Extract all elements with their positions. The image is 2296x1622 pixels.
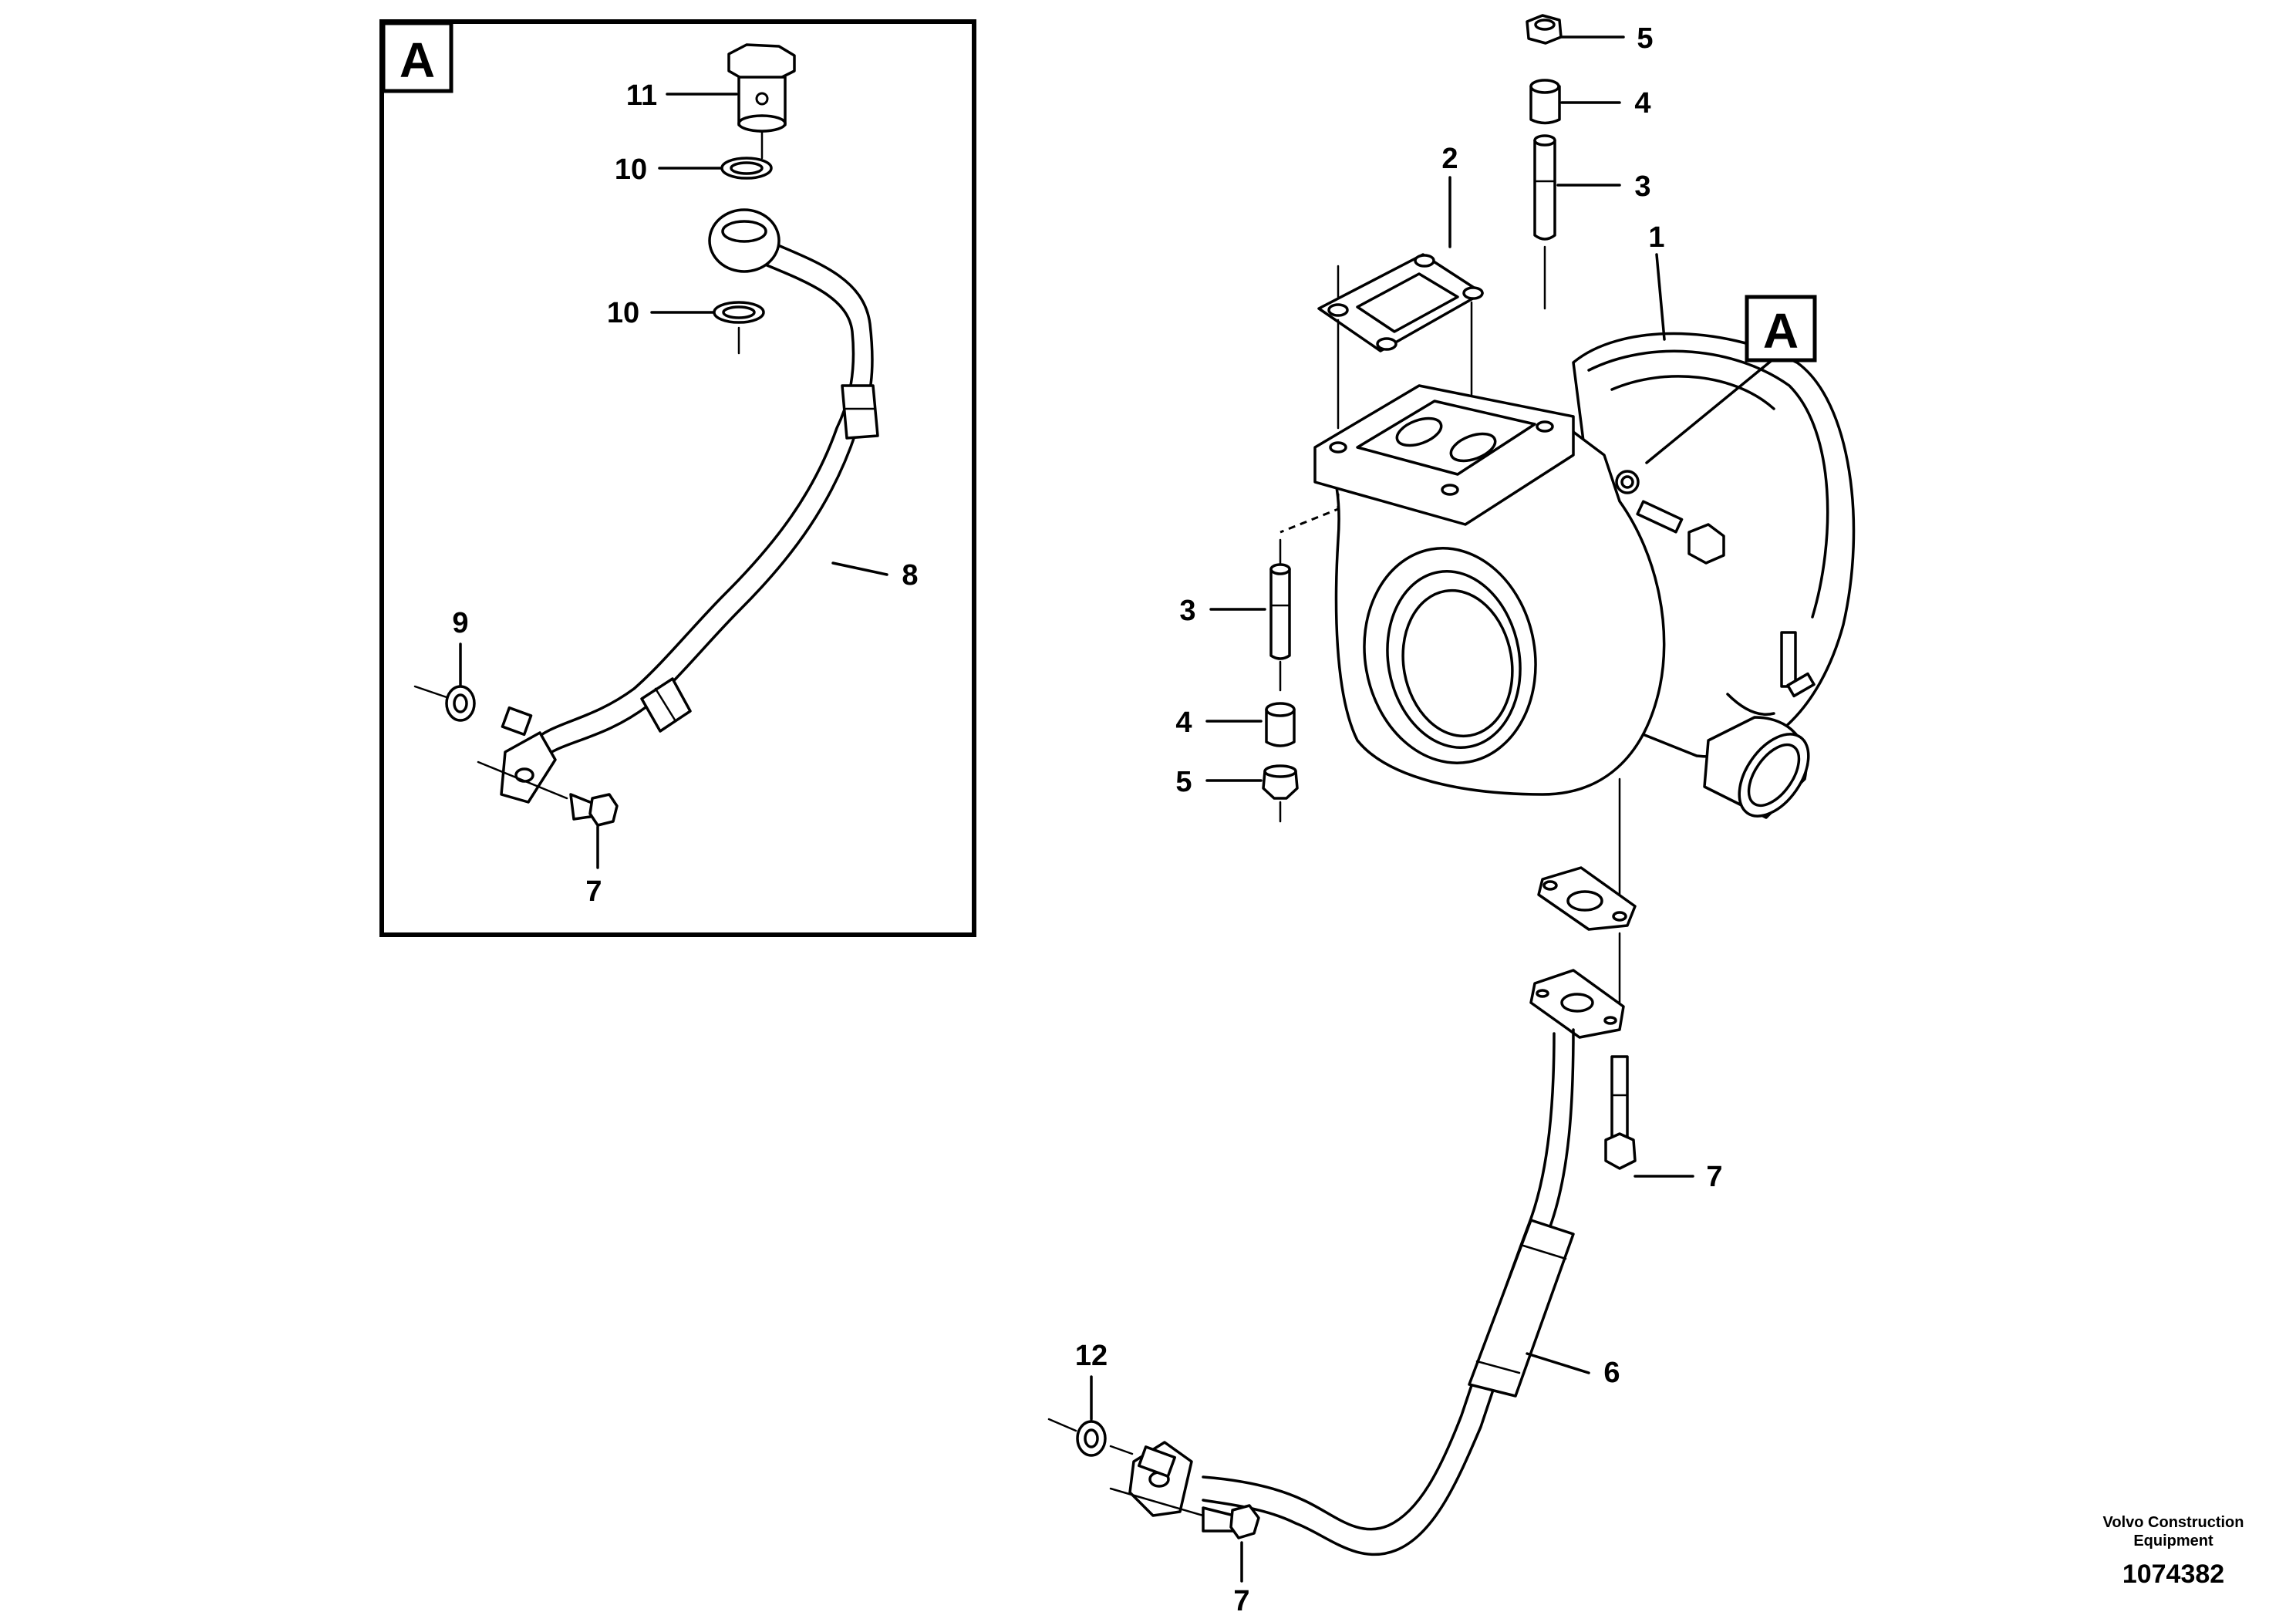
return-pipe-bolt-lower bbox=[1109, 1487, 1260, 1539]
footer-company-line1: Volvo Construction bbox=[2103, 1514, 2244, 1531]
turbocharger bbox=[1313, 332, 1856, 819]
callout-2: 2 bbox=[1441, 143, 1458, 175]
sealing-washer-bottom bbox=[713, 301, 765, 355]
callout-4-top: 4 bbox=[1634, 87, 1650, 120]
lower-spacer bbox=[1265, 702, 1296, 747]
lower-nut bbox=[1262, 764, 1299, 823]
callout-7-detail: 7 bbox=[585, 875, 602, 908]
callout-5-top: 5 bbox=[1637, 22, 1653, 55]
callout-3-left: 3 bbox=[1179, 595, 1195, 627]
detail-a-reference-box bbox=[1745, 295, 1817, 363]
callout-7-right: 7 bbox=[1706, 1161, 1722, 1193]
top-nut bbox=[1526, 14, 1563, 45]
callout-4-left: 4 bbox=[1175, 706, 1192, 739]
callout-12: 12 bbox=[1075, 1340, 1108, 1372]
lower-stud bbox=[1269, 538, 1291, 692]
callout-7-bottom: 7 bbox=[1233, 1585, 1249, 1617]
detail-a-panel: A 11 10 bbox=[379, 19, 976, 937]
callout-1: 1 bbox=[1648, 221, 1664, 254]
callout-3-top: 3 bbox=[1634, 170, 1650, 203]
drawing-footer: Volvo Construction Equipment 1074382 bbox=[2103, 1514, 2244, 1589]
callout-9: 9 bbox=[452, 607, 468, 639]
washer-12 bbox=[1047, 1418, 1134, 1457]
detail-a-reference-letter: A bbox=[1763, 303, 1799, 359]
exhaust-gasket bbox=[1317, 253, 1484, 430]
drawing-number: 1074382 bbox=[2122, 1560, 2224, 1589]
banjo-bolt bbox=[727, 43, 796, 160]
callout-11: 11 bbox=[626, 79, 657, 112]
callout-10-bottom: 10 bbox=[607, 297, 639, 329]
oil-feed-pipe-detail bbox=[500, 208, 879, 804]
detail-a-letter: A bbox=[400, 32, 435, 88]
callout-6: 6 bbox=[1603, 1357, 1620, 1389]
callout-8: 8 bbox=[902, 559, 918, 592]
callout-5-left: 5 bbox=[1175, 766, 1192, 798]
main-assembly: 5 4 3 2 bbox=[1047, 14, 1856, 1617]
sealing-washer-top bbox=[720, 157, 773, 180]
washer-9 bbox=[413, 685, 476, 722]
oil-return-pipe bbox=[1128, 969, 1625, 1556]
return-pipe-bolt-upper bbox=[1604, 1055, 1637, 1170]
callout-10-top: 10 bbox=[615, 153, 647, 186]
detail-a-label-box bbox=[381, 21, 453, 93]
footer-company-line2: Equipment bbox=[2133, 1533, 2213, 1549]
top-spacer bbox=[1529, 79, 1561, 125]
top-stud bbox=[1533, 134, 1556, 310]
flange-bolt-detail bbox=[477, 760, 619, 827]
oil-return-gasket bbox=[1537, 866, 1637, 931]
